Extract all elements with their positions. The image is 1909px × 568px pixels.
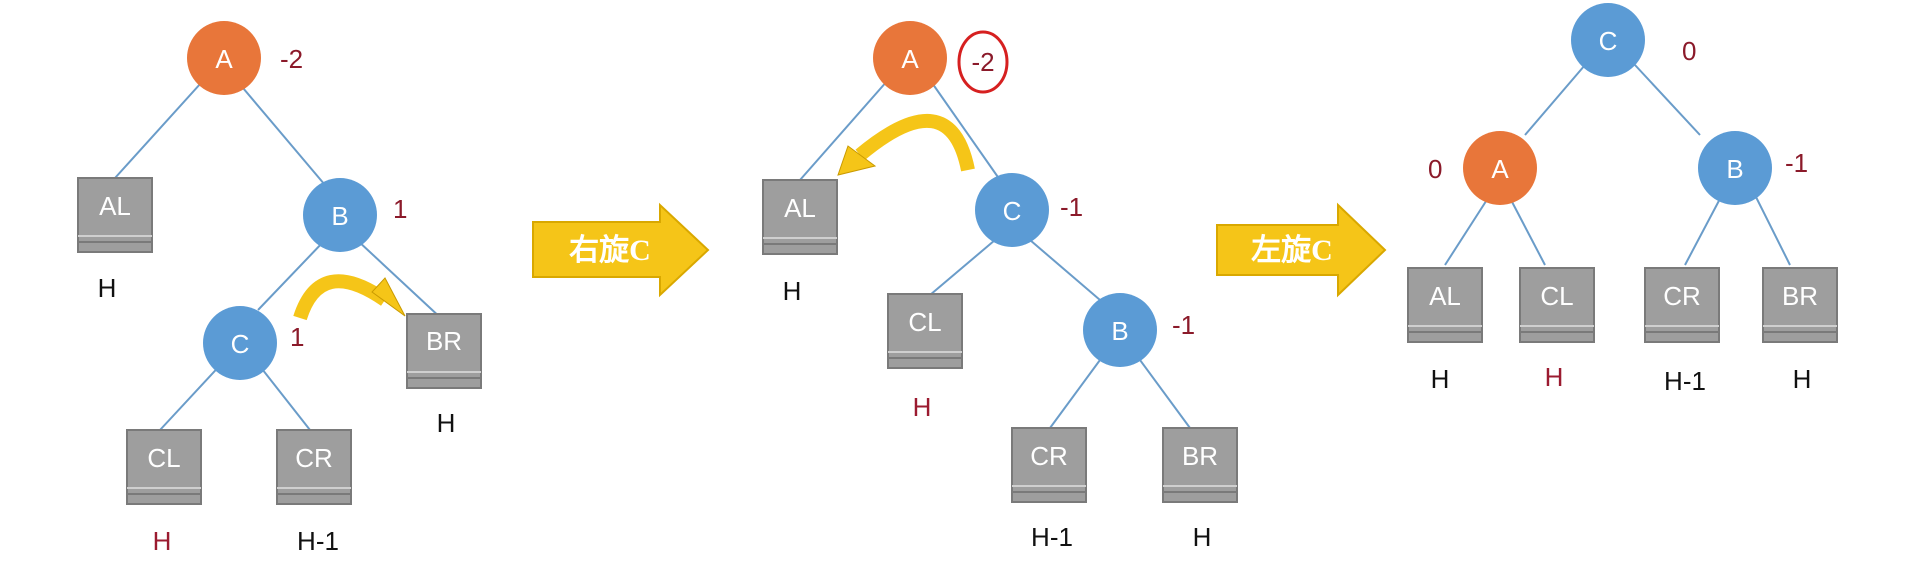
box-al: AL [77,177,153,253]
height-br: H [1793,364,1812,394]
svg-text:AL: AL [99,191,131,221]
svg-text:A: A [215,44,233,74]
box-cr: CR [1011,427,1087,503]
box-br: BR [1762,267,1838,343]
height-cr: H-1 [1031,522,1073,552]
box-cr: CR [276,429,352,505]
box-br: BR [1162,427,1238,503]
bf-a: 0 [1428,154,1442,184]
node-b: B [1083,293,1157,367]
edge-b-br [1754,194,1791,266]
height-al: H [1431,364,1450,394]
left-rotate-arrow: 左旋C [1216,202,1387,298]
svg-text:A: A [901,44,919,74]
panel1-edges [114,61,444,431]
box-cl: CL [126,429,202,505]
box-al: AL [762,179,838,255]
node-a: A [873,21,947,95]
edge-b-br [1139,359,1191,429]
edge-c-a [1524,64,1586,136]
bf-a: -2 [280,44,303,74]
height-cl: H [1545,362,1564,392]
svg-text:CL: CL [147,443,180,473]
height-al: H [98,273,117,303]
svg-text:C: C [1003,196,1022,226]
svg-text:AL: AL [1429,281,1461,311]
edge-b-cr [1684,194,1723,266]
node-c: C [1571,3,1645,77]
edge-c-b [1634,64,1701,136]
svg-text:BR: BR [1182,441,1218,471]
right-rotate-arrow: 右旋C [532,202,710,298]
edge-a-al [799,79,889,181]
panel-1-original-tree: A -2 AL H B 1 C 1 [77,21,482,556]
edge-c-cl [159,359,226,431]
svg-text:CL: CL [908,307,941,337]
edge-c-cl [929,239,996,296]
box-br: BR [406,313,482,389]
panel3-edges [1444,64,1791,266]
svg-text:AL: AL [784,193,816,223]
node-a: A [187,21,261,95]
rotate-arrow-icon [293,274,406,321]
svg-text:CL: CL [1540,281,1573,311]
box-al: AL [1407,267,1483,343]
svg-text:A: A [1491,154,1509,184]
svg-text:CR: CR [295,443,333,473]
height-cr: H-1 [1664,366,1706,396]
node-c: C [975,173,1049,247]
svg-text:C: C [1599,26,1618,56]
edge-a-c [929,79,1001,181]
height-cr: H-1 [297,526,339,556]
svg-text:B: B [331,201,348,231]
height-cl: H [153,526,172,556]
panel-3-balanced-tree: C 0 A 0 B -1 AL H CL H [1407,3,1838,396]
bf-c: -1 [1060,192,1083,222]
edge-c-b [1029,239,1101,301]
edge-a-al [1444,194,1491,266]
left-rotate-label: 左旋C [1251,234,1333,267]
svg-text:B: B [1726,154,1743,184]
svg-text:CR: CR [1663,281,1701,311]
svg-text:BR: BR [426,326,462,356]
bf-c: 1 [290,322,304,352]
box-cl: CL [887,293,963,369]
height-br: H [437,408,456,438]
box-cl: CL [1519,267,1595,343]
height-br: H [1193,522,1212,552]
edge-c-cr [254,359,311,431]
svg-text:CR: CR [1030,441,1068,471]
bf-c: 0 [1682,36,1696,66]
edge-b-br [356,239,444,321]
bf-b: -1 [1172,310,1195,340]
edge-b-cr [1049,359,1101,429]
edge-b-c [257,239,326,311]
height-al: H [783,276,802,306]
bf-b: -1 [1785,148,1808,178]
height-cl: H [913,392,932,422]
rotate-arrow-icon [837,114,975,176]
node-c: C [203,306,277,380]
bf-b: 1 [393,194,407,224]
right-rotate-label: 右旋C [569,234,651,267]
panel2-edges [799,79,1191,429]
panel-2-after-right-rotate: A -2 AL H C -1 CL H [762,21,1238,552]
node-b: B [303,178,377,252]
box-cr: CR [1644,267,1720,343]
bf-a: -2 [971,47,994,77]
edge-a-cl [1509,197,1546,266]
edge-a-b [231,74,326,186]
node-b: B [1698,131,1772,205]
svg-text:C: C [231,329,250,359]
node-a: A [1463,131,1537,205]
highlight-circle [957,30,1009,94]
svg-text:B: B [1111,316,1128,346]
svg-text:BR: BR [1782,281,1818,311]
